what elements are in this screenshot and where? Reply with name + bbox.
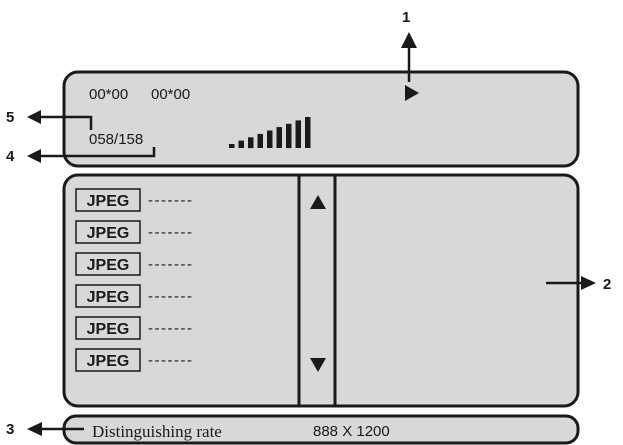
file-name-text: -------: [148, 224, 193, 241]
triangle-up-icon[interactable]: [310, 195, 326, 209]
list-item[interactable]: JPEG -------: [75, 348, 193, 372]
triangle-down-icon[interactable]: [310, 358, 326, 372]
callout-2-label: 2: [603, 276, 611, 293]
signal-bar: [286, 123, 292, 149]
signal-bar: [267, 130, 273, 148]
file-name-text: -------: [148, 288, 193, 305]
file-list: JPEG ------- JPEG ------- JPEG ------- JPEG ---…: [75, 188, 193, 372]
top-panel: [62, 70, 580, 168]
file-format-text: JPEG: [87, 225, 130, 242]
list-item[interactable]: JPEG -------: [75, 188, 193, 212]
signal-bar: [305, 117, 311, 148]
status-value-text: 888 X 1200: [313, 423, 390, 440]
file-name-text: -------: [148, 256, 193, 273]
callout-3-label: 3: [6, 421, 14, 438]
file-format-text: JPEG: [87, 353, 130, 370]
time-right-text: 00*00: [151, 86, 190, 103]
file-format-badge: [75, 252, 141, 276]
play-icon: [405, 85, 419, 101]
callout-5-label: 5: [6, 109, 14, 126]
list-item[interactable]: JPEG -------: [75, 220, 193, 244]
signal-bar: [238, 140, 244, 148]
list-item[interactable]: JPEG -------: [75, 316, 193, 340]
file-format-text: JPEG: [87, 289, 130, 306]
time-left-text: 00*00: [89, 86, 128, 103]
file-format-text: JPEG: [87, 257, 130, 274]
file-format-badge: [75, 316, 141, 340]
file-name-text: -------: [148, 352, 193, 369]
callout-5-arrowhead: [27, 110, 41, 124]
file-format-text: JPEG: [87, 321, 130, 338]
callout-3-arrowhead: [27, 422, 42, 436]
file-name-text: -------: [148, 192, 193, 209]
callout-4-line: [39, 147, 156, 158]
signal-strength-icon: [229, 117, 311, 149]
callout-4-arrowhead: [27, 149, 41, 163]
signal-bar: [257, 133, 263, 148]
signal-bar: [248, 137, 254, 149]
signal-bar: [276, 127, 282, 148]
list-item[interactable]: JPEG -------: [75, 252, 193, 276]
file-format-text: JPEG: [87, 193, 130, 210]
callout-4-label: 4: [6, 148, 15, 165]
file-name-text: -------: [148, 320, 193, 337]
file-format-badge: [75, 220, 141, 244]
file-format-badge: [75, 284, 141, 308]
callout-2-arrowhead: [581, 276, 596, 290]
list-item[interactable]: JPEG -------: [75, 284, 193, 308]
callout-1-label: 1: [402, 9, 410, 26]
signal-bar: [295, 120, 301, 148]
status-label-text: Distinguishing rate: [92, 422, 222, 441]
callout-1-arrowhead: [401, 32, 417, 48]
signal-bar: [229, 144, 235, 148]
main-panel: [62, 173, 580, 408]
file-format-badge: [75, 348, 141, 372]
track-counter-text: 058/158: [89, 131, 143, 148]
file-format-badge: [75, 188, 141, 212]
callout-5-line: [39, 115, 93, 130]
